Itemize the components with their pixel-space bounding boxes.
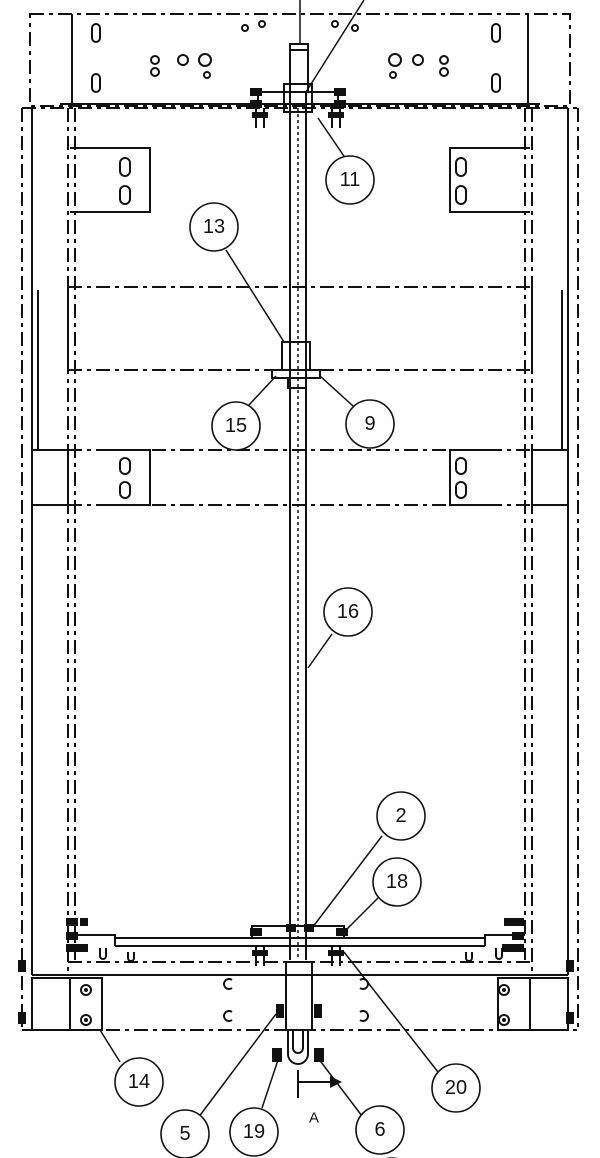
- callout-19: 19: [229, 1107, 279, 1157]
- callout-6-label: 6: [374, 1119, 385, 1141]
- callout-11: 11: [325, 155, 375, 205]
- callout-6: 6: [355, 1105, 405, 1155]
- callout-13: 13: [189, 202, 239, 252]
- slot-brackets: [70, 147, 530, 506]
- callout-15: 15: [211, 401, 261, 451]
- callout-5-label: 5: [179, 1123, 190, 1145]
- callout-16: 16: [323, 587, 373, 637]
- bottom-plate: [66, 918, 532, 966]
- top-nut-assembly: [250, 83, 346, 128]
- threaded-rod: [289, 92, 307, 960]
- callout-2: 2: [376, 791, 426, 841]
- callout-18-label: 18: [386, 871, 408, 893]
- main-frame: [21, 107, 579, 1030]
- callout-16-label: 16: [337, 601, 359, 623]
- callout-5: 5: [160, 1109, 210, 1158]
- callout-18: 18: [372, 857, 422, 907]
- callout-15-label: 15: [225, 415, 247, 437]
- leader-lines: [99, 117, 439, 1119]
- callout-19-label: 19: [243, 1121, 265, 1143]
- top-header-frame: [29, 0, 571, 107]
- coupling-assembly: [271, 341, 321, 389]
- callout-14: 14: [114, 1057, 164, 1107]
- bottom-base: [18, 960, 578, 1098]
- callout-9: 9: [345, 399, 395, 449]
- callout-2-label: 2: [395, 805, 406, 827]
- callout-9-label: 9: [364, 413, 375, 435]
- callout-20-label: 20: [445, 1077, 467, 1099]
- callout-14-label: 14: [128, 1071, 150, 1093]
- callout-13-label: 13: [203, 216, 225, 238]
- callout-20: 20: [431, 1063, 481, 1113]
- callout-11-label: 11: [340, 169, 361, 191]
- section-marker-label: A: [309, 1110, 319, 1127]
